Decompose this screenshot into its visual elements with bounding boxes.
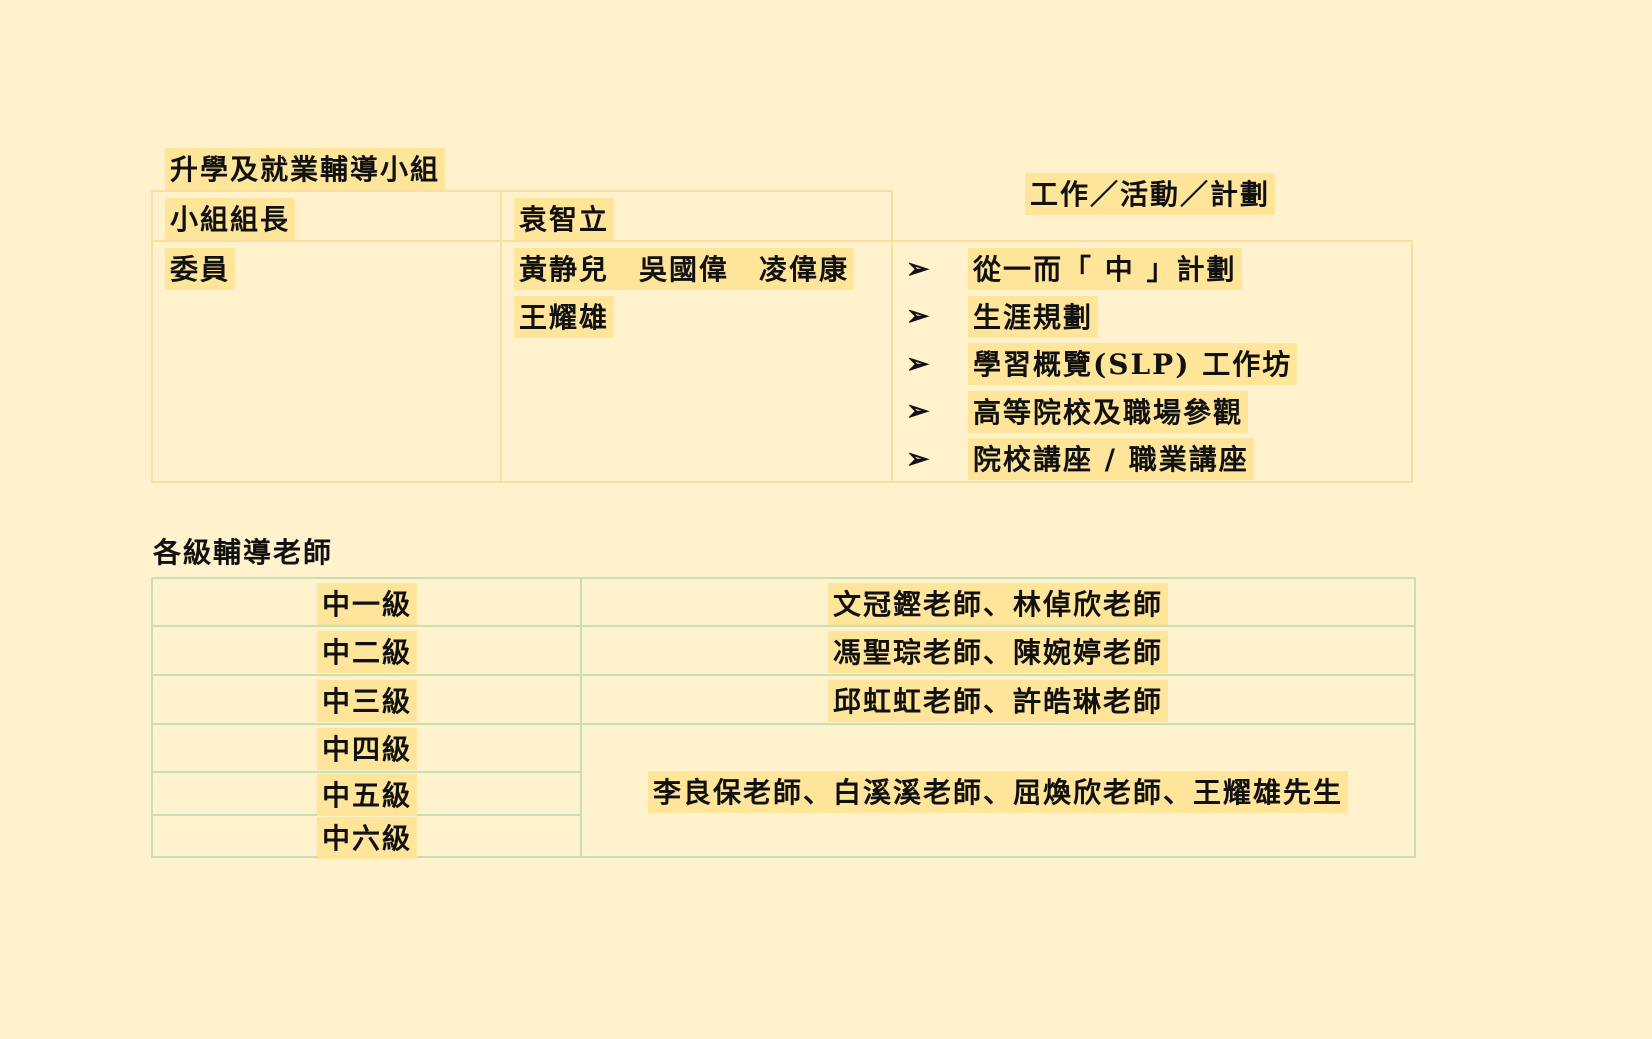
- activity-item: 學習概覽(SLP) 工作坊: [968, 343, 1298, 385]
- bullet-arrow-icon: ➢: [906, 347, 930, 380]
- grade-teachers: 馮聖琮老師、陳婉婷老師: [827, 631, 1169, 673]
- group-title: 升學及就業輔導小組: [165, 148, 446, 190]
- activity-item: 生涯規劃: [968, 296, 1099, 338]
- bullet-arrow-icon: ➢: [906, 442, 930, 475]
- grade-level: 中四級: [316, 728, 418, 770]
- table-row-divider: [151, 771, 582, 773]
- table-row-divider: [151, 625, 1416, 627]
- grade-level: 中五級: [316, 774, 418, 816]
- members-line-2: 王耀雄: [514, 296, 615, 338]
- bullet-arrow-icon: ➢: [906, 394, 930, 427]
- senior-grade-teachers: 李良保老師、白溪溪老師、屈煥欣老師、王耀雄先生: [647, 771, 1349, 813]
- members-line-1: 黃静兒 吳國偉 凌偉康: [514, 248, 855, 290]
- members-label: 委員: [165, 248, 236, 290]
- group-table-divider: [500, 190, 502, 483]
- table-column-divider: [580, 577, 582, 858]
- work-header: 工作／活動／計劃: [1025, 173, 1276, 215]
- activity-item: 高等院校及職場參觀: [968, 391, 1249, 433]
- grade-level: 中六級: [316, 817, 418, 859]
- table-border: [1414, 577, 1416, 858]
- group-table-divider: [151, 240, 893, 242]
- grade-teachers: 邱虹虹老師、許皓琳老師: [827, 680, 1169, 722]
- activity-item: 院校講座 / 職業講座: [968, 438, 1254, 480]
- grade-level: 中三級: [316, 680, 418, 722]
- table-row-divider: [151, 723, 1416, 725]
- grades-title: 各級輔導老師: [153, 536, 334, 569]
- bullet-arrow-icon: ➢: [906, 299, 930, 332]
- table-border: [151, 577, 1416, 579]
- leader-name: 袁智立: [514, 198, 615, 240]
- table-row-divider: [151, 674, 1416, 676]
- table-border: [151, 856, 1416, 858]
- table-border: [151, 577, 153, 858]
- activity-item: 從一而「 中 」計劃: [968, 248, 1242, 290]
- bullet-arrow-icon: ➢: [906, 252, 930, 285]
- activities-box: [891, 240, 1413, 483]
- leader-label: 小組組長: [165, 198, 296, 240]
- grade-level: 中二級: [316, 631, 418, 673]
- grade-level: 中一級: [316, 583, 418, 625]
- grade-teachers: 文冠鏗老師、林倬欣老師: [827, 583, 1169, 625]
